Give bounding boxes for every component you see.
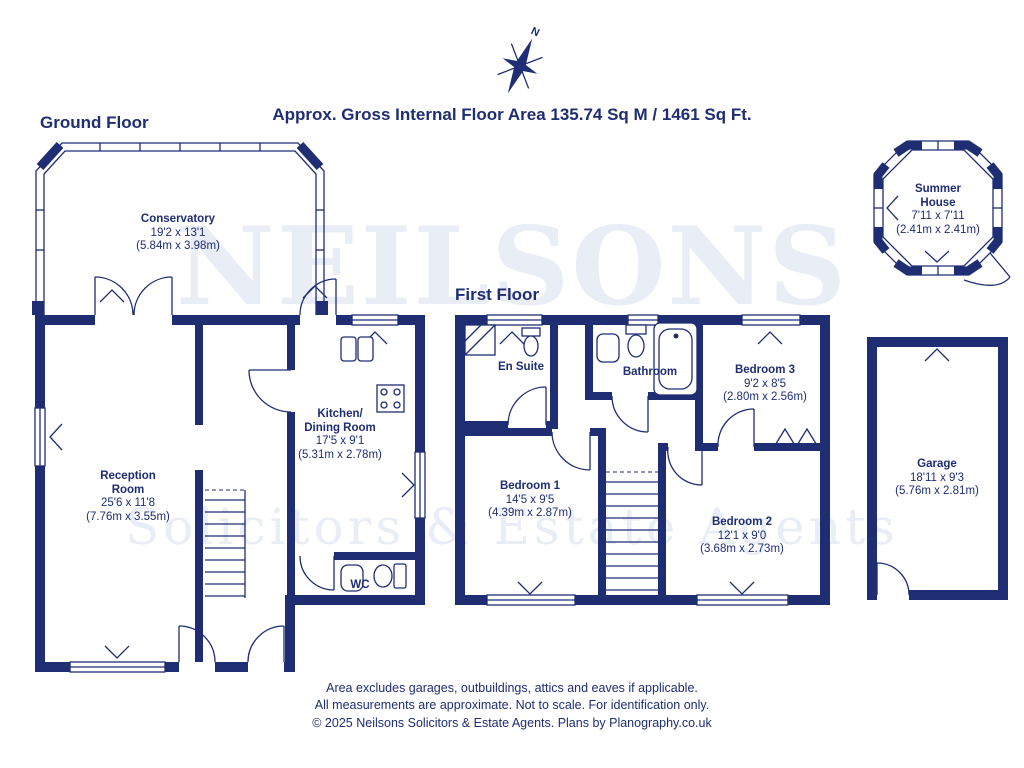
room-label-garage: Garage 18'11 x 9'3 (5.76m x 2.81m)	[867, 458, 1007, 499]
room-label-bedroom3: Bedroom 3 9'2 x 8'5 (2.80m x 2.56m)	[695, 364, 835, 405]
disclaimer: Area excludes garages, outbuildings, att…	[0, 680, 1024, 732]
room-dims-metric: (5.84m x 3.98m)	[136, 240, 220, 252]
wardrobe-bifold-doors	[773, 427, 819, 449]
first-floor-windows	[486, 314, 801, 606]
conservatory-outline	[32, 141, 328, 315]
room-dims-imperial: 17'5 x 9'1	[315, 435, 365, 447]
room-label-bedroom1: Bedroom 1 14'5 x 9'5 (4.39m x 2.87m)	[460, 480, 600, 521]
ground-floor-plan	[32, 141, 426, 673]
first-floor-title: First Floor	[455, 285, 540, 304]
room-name: Reception Room	[100, 470, 156, 496]
conservatory-mullions	[36, 143, 324, 251]
room-name: Garage	[917, 458, 957, 470]
room-dims-imperial: 9'2 x 8'5	[743, 377, 787, 390]
room-name: Bathroom	[622, 366, 678, 378]
room-dims-imperial: 7'11 x 7'11	[911, 210, 965, 222]
staircase-ground	[205, 489, 246, 598]
room-name: Bedroom 1	[499, 480, 561, 492]
room-dims-metric: (2.41m x 2.41m)	[896, 223, 980, 236]
summer-house-mullions	[874, 141, 1002, 275]
bathtub-icon	[653, 322, 698, 396]
ensuite-toilet-icon	[521, 327, 541, 357]
ground-floor-walls	[35, 315, 425, 672]
room-label-summer-house: Summer House 7'11 x 7'11 (2.41m x 2.41m)	[876, 183, 1000, 237]
watermark-brand: NEILSONS	[175, 204, 849, 330]
room-label-bedroom2: Bedroom 2 12'1 x 9'0 (3.68m x 2.73m)	[672, 516, 812, 557]
room-dims-metric: (7.76m x 3.55m)	[86, 510, 170, 523]
room-name: Summer House	[914, 183, 962, 209]
room-dims-metric: (5.76m x 2.81m)	[895, 485, 979, 497]
disclaimer-line1: Area excludes garages, outbuildings, att…	[326, 681, 698, 695]
disclaimer-line2: All measurements are approximate. Not to…	[314, 698, 710, 713]
room-dims-imperial: 14'5 x 9'5	[505, 493, 555, 506]
room-name: Kitchen/ Dining Room	[304, 408, 376, 434]
room-name: Bedroom 3	[734, 364, 796, 376]
room-dims-metric: (5.31m x 2.78m)	[298, 448, 382, 461]
room-label-conservatory: Conservatory 19'2 x 13'1 (5.84m x 3.98m)	[98, 213, 258, 254]
watermark-tagline: Solicitors & Estate Agents	[125, 498, 899, 556]
room-dims-imperial: 12'1 x 9'0	[717, 529, 767, 542]
kitchen-sink-icon	[340, 336, 374, 362]
room-name: WC	[350, 579, 370, 591]
staircase-first	[606, 471, 658, 591]
stove-icon	[376, 384, 405, 413]
wc-toilet-icon	[373, 563, 407, 589]
summer-house-door	[963, 252, 1011, 286]
room-name: Conservatory	[140, 213, 216, 225]
ground-floor-windows	[34, 314, 426, 673]
room-label-bathroom: Bathroom	[608, 366, 692, 380]
compass-n-label: N	[529, 25, 541, 39]
wc-sink-icon	[340, 564, 364, 592]
room-dims-metric: (2.80m x 2.56m)	[723, 391, 807, 403]
room-dims-imperial: 19'2 x 13'1	[150, 226, 206, 239]
room-label-en-suite: En Suite	[478, 361, 564, 375]
room-label-kitchen: Kitchen/ Dining Room 17'5 x 9'1 (5.31m x…	[270, 408, 410, 462]
room-dims-imperial: 25'6 x 11'8	[100, 497, 156, 509]
garage-plan	[867, 337, 1008, 600]
window-direction-chevrons-summer-house	[886, 195, 950, 263]
ground-floor-title: Ground Floor	[40, 113, 149, 132]
room-label-reception: Reception Room 25'6 x 11'8 (7.76m x 3.55…	[58, 470, 198, 524]
room-dims-metric: (4.39m x 2.87m)	[488, 507, 572, 519]
room-name: En Suite	[497, 361, 544, 373]
first-floor-walls	[455, 315, 830, 605]
summer-house-corners	[873, 140, 1003, 276]
summer-house-plan	[873, 140, 1011, 286]
room-name: Bedroom 2	[711, 516, 773, 528]
disclaimer-line3: © 2025 Neilsons Solicitors & Estate Agen…	[312, 715, 712, 730]
garage-door	[876, 562, 910, 596]
room-dims-metric: (3.68m x 2.73m)	[700, 543, 784, 555]
compass-icon: N	[497, 25, 543, 94]
window-direction-chevrons-first	[499, 331, 783, 595]
bathroom-sink-icon	[596, 333, 620, 363]
page-title: Approx. Gross Internal Floor Area 135.74…	[272, 105, 752, 124]
first-floor-plan	[455, 314, 830, 606]
shower-icon	[464, 324, 496, 356]
bathroom-toilet-icon	[625, 324, 647, 358]
room-dims-imperial: 18'11 x 9'3	[909, 471, 965, 484]
garage-walls	[867, 337, 1008, 600]
window-direction-chevron-garage	[924, 348, 950, 362]
room-label-wc: WC	[330, 579, 390, 593]
first-floor-doors	[507, 386, 755, 486]
